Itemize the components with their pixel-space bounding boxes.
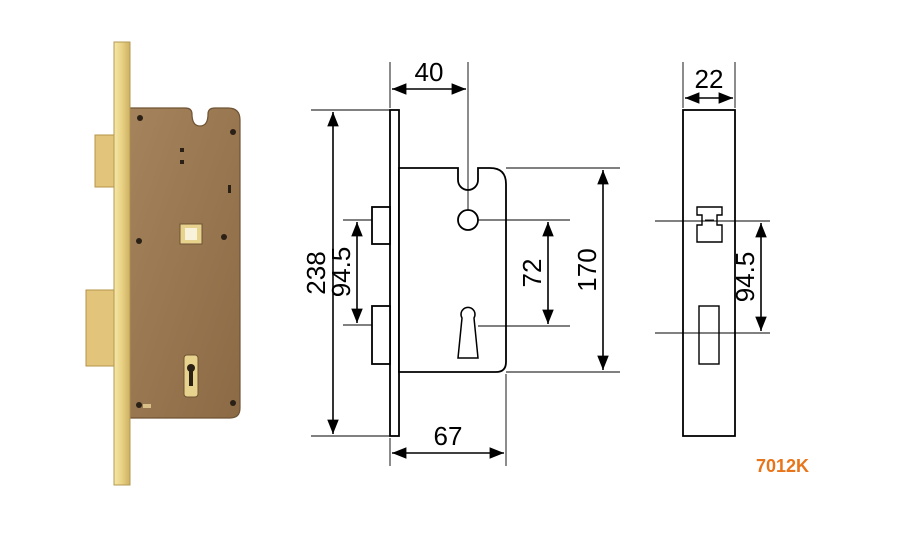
model-code: 7012K [756,456,809,476]
side-latch-opening [696,206,723,243]
faceplate [113,41,131,486]
dim-label-40: 40 [415,57,444,87]
keyhole [183,354,199,398]
front-view-drawing: 40 238 94.5 72 170 67 [301,57,620,466]
spindle-hole-inner [185,228,197,240]
front-spindle-hole [457,209,479,231]
front-keyhole [457,306,479,359]
dim-label-67: 67 [434,421,463,451]
front-deadbolt-outline [371,305,391,365]
side-faceplate-outline [682,109,736,437]
side-deadbolt-opening [698,305,720,365]
dim-label-238: 238 [301,251,331,294]
front-case-outline [398,167,507,373]
dim-label-22: 22 [695,64,724,94]
lock-case-body [129,107,241,419]
dim-label-94-5-left: 94.5 [326,247,356,298]
dim-label-72: 72 [517,259,547,288]
dim-label-170: 170 [572,248,602,291]
side-view-drawing: 22 94.5 [655,62,770,437]
front-latch-outline [371,206,391,245]
lock-photo-illustration [85,41,241,486]
front-faceplate-outline [389,109,400,437]
dim-label-94-5-right: 94.5 [730,252,760,303]
